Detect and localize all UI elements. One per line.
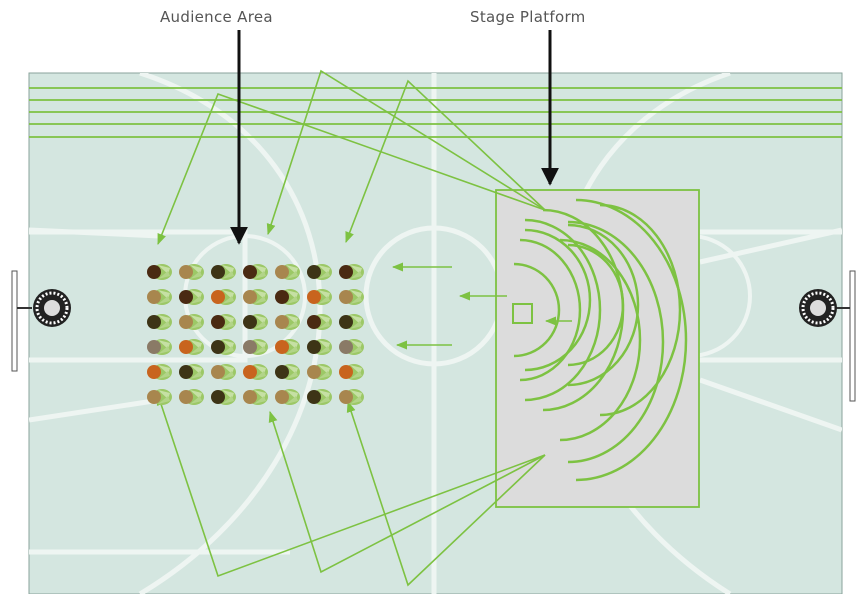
- audience-person-icon: [179, 314, 204, 330]
- audience-person-icon: [243, 289, 268, 305]
- audience-person-icon: [339, 264, 364, 280]
- callout-arrows: [230, 30, 559, 245]
- audience-person-icon: [147, 339, 172, 355]
- audience-person-icon: [243, 314, 268, 330]
- audience-person-icon: [243, 389, 268, 405]
- audience-person-icon: [275, 264, 300, 280]
- audience-person-icon: [147, 389, 172, 405]
- audience-person-icon: [147, 364, 172, 380]
- audience-person-icon: [307, 364, 332, 380]
- audience-person-icon: [307, 339, 332, 355]
- right-basket-icon: [799, 270, 856, 402]
- audience-person-icon: [275, 339, 300, 355]
- audience-person-icon: [211, 339, 236, 355]
- audience-person-icon: [307, 389, 332, 405]
- flow-arrows: [156, 69, 572, 587]
- audience-person-icon: [307, 289, 332, 305]
- audience-person-icon: [147, 314, 172, 330]
- stage-marker-square: [512, 303, 533, 324]
- audience-person-icon: [339, 389, 364, 405]
- audience-person-icon: [275, 314, 300, 330]
- audience-person-icon: [211, 389, 236, 405]
- audience-person-icon: [147, 289, 172, 305]
- audience-person-icon: [307, 264, 332, 280]
- audience-person-icon: [275, 289, 300, 305]
- audience-person-icon: [179, 289, 204, 305]
- audience-person-icon: [147, 264, 172, 280]
- audience-person-icon: [307, 314, 332, 330]
- audience-person-icon: [179, 264, 204, 280]
- left-three-point-arc: [138, 73, 323, 594]
- audience-person-icon: [179, 389, 204, 405]
- audience-person-icon: [339, 289, 364, 305]
- audience-person-icon: [179, 364, 204, 380]
- audience-person-icon: [243, 264, 268, 280]
- audience-person-icon: [211, 364, 236, 380]
- stage-arcs: [513, 198, 688, 482]
- audience-person-icon: [339, 339, 364, 355]
- audience-person-icon: [339, 364, 364, 380]
- audience-person-icon: [179, 339, 204, 355]
- audience-person-icon: [211, 264, 236, 280]
- audience-person-icon: [211, 289, 236, 305]
- top-green-lines: [29, 87, 842, 138]
- audience-person-icon: [275, 389, 300, 405]
- audience-person-icon: [243, 339, 268, 355]
- audience-person-icon: [243, 364, 268, 380]
- audience-area: [147, 264, 364, 405]
- stage-platform: [495, 189, 700, 508]
- audience-person-icon: [211, 314, 236, 330]
- left-basket-icon: [11, 270, 71, 372]
- audience-person-icon: [275, 364, 300, 380]
- audience-person-icon: [339, 314, 364, 330]
- audience-area-label: Audience Area: [160, 8, 273, 26]
- stage-platform-label: Stage Platform: [470, 8, 586, 26]
